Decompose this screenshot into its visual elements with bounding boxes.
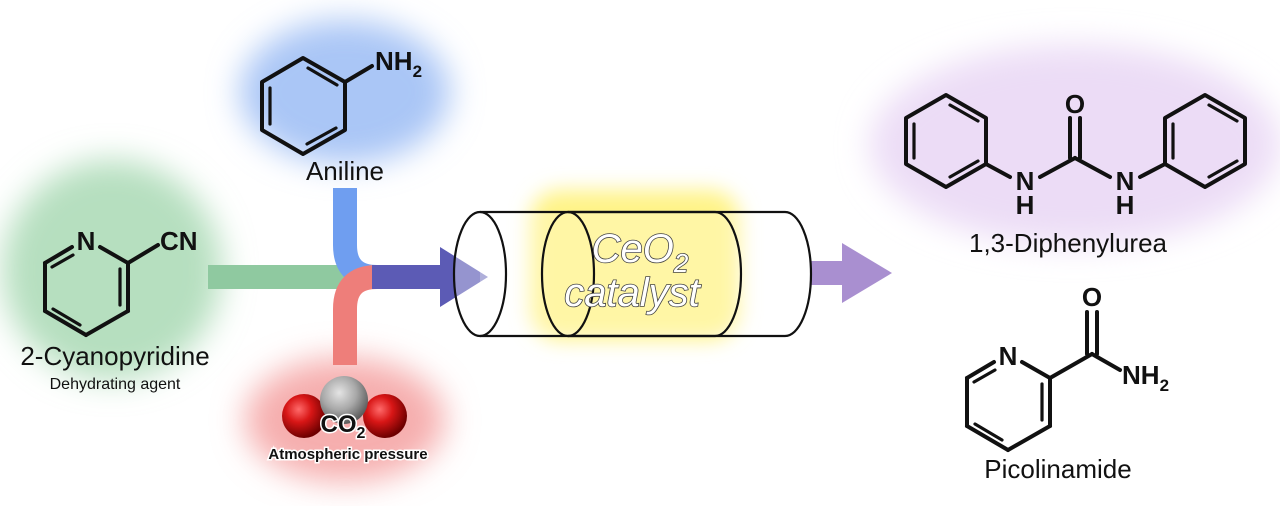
picolinamide-label: Picolinamide [984, 454, 1131, 484]
urea-h-right: H [1116, 190, 1135, 220]
reactor-cylinder [452, 210, 813, 338]
cyanopyridine-ring-n: N [77, 226, 96, 256]
co2-condition: Atmospheric pressure [268, 446, 427, 463]
aniline-label: Aniline [306, 156, 384, 186]
co2-molecule: CO2 [282, 376, 407, 444]
catalyst-name-line2: catalyst [564, 271, 701, 315]
urea-n-right: N [1116, 166, 1135, 196]
aniline-stream [333, 188, 390, 289]
cyanopyridine-label: 2-Cyanopyridine [20, 341, 209, 371]
svg-text:NH2: NH2 [1122, 360, 1169, 395]
diphenylurea-glow [870, 45, 1280, 245]
product-stream [810, 261, 846, 285]
catalyst-subscript: 2 [673, 248, 689, 278]
aniline-group: NH [375, 46, 413, 76]
picolinamide-structure: N O NH2 [965, 282, 1169, 452]
cyanopyridine-role: Dehydrating agent [50, 376, 181, 393]
co2-formula-sub: 2 [357, 425, 366, 442]
aniline-group-sub: 2 [413, 62, 422, 81]
catalyst-glow [530, 190, 740, 340]
catalyst-name: CeO [592, 227, 674, 271]
diphenylurea-structure: O N H N H [904, 89, 1247, 220]
svg-text:CeO2: CeO2 [592, 227, 689, 278]
cyanopyridine-group: CN [160, 226, 198, 256]
picolinamide-carbonyl-o: O [1082, 282, 1102, 312]
co2-formula: CO [321, 411, 357, 438]
diphenylurea-label: 1,3-Diphenylurea [969, 228, 1168, 258]
merged-stream [372, 265, 442, 289]
product-arrow-head [842, 243, 892, 303]
picolinamide-group-sub: 2 [1160, 376, 1169, 395]
cyanopyridine-structure: N CN [43, 226, 198, 337]
aniline-structure: NH2 [260, 46, 422, 156]
picolinamide-ring-n: N [999, 341, 1018, 371]
urea-h-left: H [1016, 190, 1035, 220]
urea-n-left: N [1016, 166, 1035, 196]
catalyst-label: CeO2 catalyst [563, 226, 702, 316]
svg-text:NH2: NH2 [375, 46, 422, 81]
merged-arrow-head [440, 247, 488, 307]
co2-stream [333, 265, 390, 365]
picolinamide-group: NH [1122, 360, 1160, 390]
urea-carbonyl-o: O [1065, 89, 1085, 119]
background-glows [2, 20, 1280, 482]
cyanopyridine-glow [2, 160, 222, 380]
svg-text:CO2: CO2 [321, 411, 366, 442]
flow-streams [208, 188, 892, 365]
